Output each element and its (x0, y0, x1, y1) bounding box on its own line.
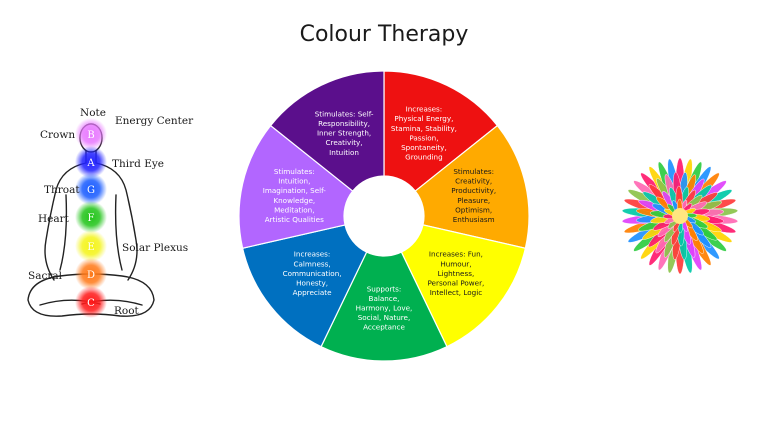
chakra-center-label: Heart (38, 213, 70, 225)
chakra-center-label: Crown (40, 129, 75, 141)
wheel-segment-text: Increases:Calmness,Communication,Honesty… (283, 250, 342, 297)
chakra-center-label: Solar Plexus (122, 242, 188, 254)
chakra-note-label: E (87, 242, 94, 253)
chakra-glow-sacral (75, 258, 107, 290)
flower-petals (622, 157, 738, 275)
chakra-glow-group (75, 118, 107, 318)
wheel-segment-text: Supports:Balance,Harmony, Love,Social, N… (356, 284, 413, 331)
chakra-glow-solar-plexus (75, 230, 107, 262)
page-title: Colour Therapy (299, 22, 469, 47)
wheel-segment-group (238, 70, 530, 362)
chakra-center-label: Throat (44, 184, 80, 196)
chakra-note-label: G (87, 185, 95, 196)
note-header: Note (80, 107, 106, 119)
chakra-center-label: Sacral (28, 270, 63, 282)
chakra-note-label: B (87, 130, 94, 141)
chakra-note-label: C (87, 298, 95, 309)
chakra-note-label: D (87, 270, 95, 281)
chakra-glow-root (75, 286, 107, 318)
chakra-glow-crown (75, 118, 107, 150)
chakra-note-label: A (86, 158, 95, 169)
flower-center (672, 208, 688, 224)
chakra-center-label: Third Eye (112, 158, 164, 170)
energy-center-header: Energy Center (115, 115, 194, 127)
wheel-text-group: Increases:Physical Energy,Stamina, Stabi… (263, 105, 496, 332)
chakra-note-label: F (88, 213, 95, 224)
wheel-segment-text: Stimulates: Self-Responsibility,Inner St… (315, 109, 374, 156)
wheel-segment-text: Increases: Fun,Humour,Lightness,Personal… (427, 250, 484, 297)
chakra-glow-third-eye (75, 146, 107, 178)
chakra-glow-throat (75, 173, 107, 205)
wheel-segment-text: Stimulates:Creativity,Productivity,Pleas… (451, 167, 496, 224)
chakra-glow-heart (75, 201, 107, 233)
wheel-segment-text: Stimulates:Intuition,Imagination, Self-K… (263, 167, 326, 224)
wheel-center-hole (344, 176, 424, 256)
wheel-segment-text: Increases:Physical Energy,Stamina, Stabi… (391, 105, 457, 162)
chakra-center-label: Root (114, 305, 140, 317)
